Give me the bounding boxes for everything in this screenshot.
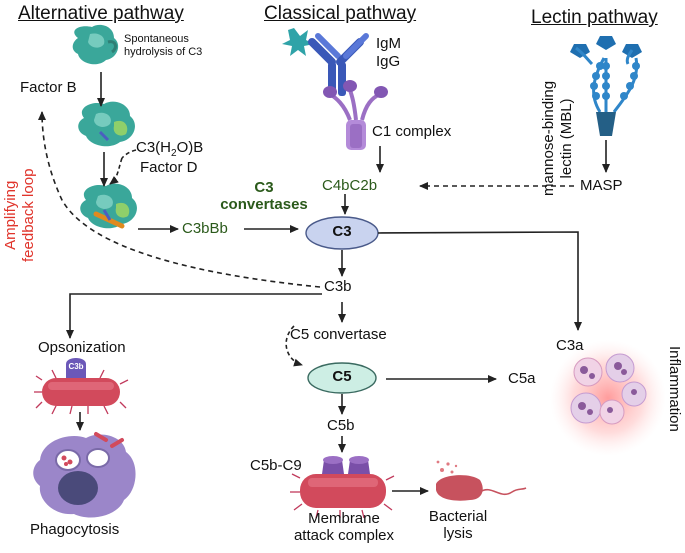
antigen-icon [282, 28, 314, 56]
c3a-label: C3a [556, 337, 584, 354]
c3bbb-label: C3bBb [182, 220, 228, 237]
arrow-amplifying-feedback [38, 111, 321, 288]
mbl-icon [570, 36, 642, 136]
arrow-c5conv-to-c5 [285, 325, 303, 367]
igg-label: IgG [376, 53, 401, 70]
membrane-attack-complex-icon [290, 456, 395, 519]
factor-d-label: Factor D [140, 159, 198, 176]
c5-node [307, 362, 377, 394]
c1-complex-label: C1 complex [372, 123, 452, 140]
phagocytosis-label: Phagocytosis [30, 521, 120, 538]
antibody-icon [308, 33, 369, 96]
c3b-label: C3b [324, 278, 352, 295]
c5a-label: C5a [508, 370, 536, 387]
opsonization-label: Opsonization [38, 339, 126, 356]
c3h2ob-label: C3(H2O)B [136, 139, 204, 159]
arrow-c3-to-c3a [377, 231, 582, 331]
header-alternative-pathway: Alternative pathway [18, 3, 184, 24]
c1-complex-icon [323, 80, 388, 150]
arrow-c3b-to-opsonization [66, 293, 322, 339]
c3-h2o-b-protein-icon [78, 101, 135, 147]
c5-node-label: C5 [332, 368, 352, 385]
spontaneous-label-line1: Spontaneous [124, 33, 189, 45]
c3-protein-icon [72, 24, 119, 65]
arrow-factor-d [109, 157, 123, 185]
c3-node-label: C3 [332, 223, 352, 240]
factor-b-label: Factor B [20, 79, 77, 96]
masp-label: MASP [580, 177, 623, 194]
c5b-label: C5b [327, 417, 355, 434]
igm-label: IgM [376, 35, 402, 52]
header-lectin-pathway: Lectin pathway [531, 7, 658, 28]
inflammation-cells-icon [550, 340, 666, 456]
c5b-c9-label: C5b-C9 [250, 457, 302, 474]
opsonized-bacterium-icon [34, 358, 129, 415]
c3b-badge-label: C3b [68, 362, 84, 371]
phagocyte-icon [33, 432, 136, 518]
header-classical-pathway: Classical pathway [264, 3, 417, 24]
c4bc2b-label: C4bC2b [322, 177, 378, 194]
c5-convertase-label: C5 convertase [290, 326, 387, 343]
c3bbb-protein-icon [80, 183, 137, 229]
inflammation-label: Inflammation [666, 346, 683, 432]
lysed-bacterium-icon [436, 460, 527, 501]
spontaneous-label-line2: hydrolysis of C3 [124, 46, 203, 58]
